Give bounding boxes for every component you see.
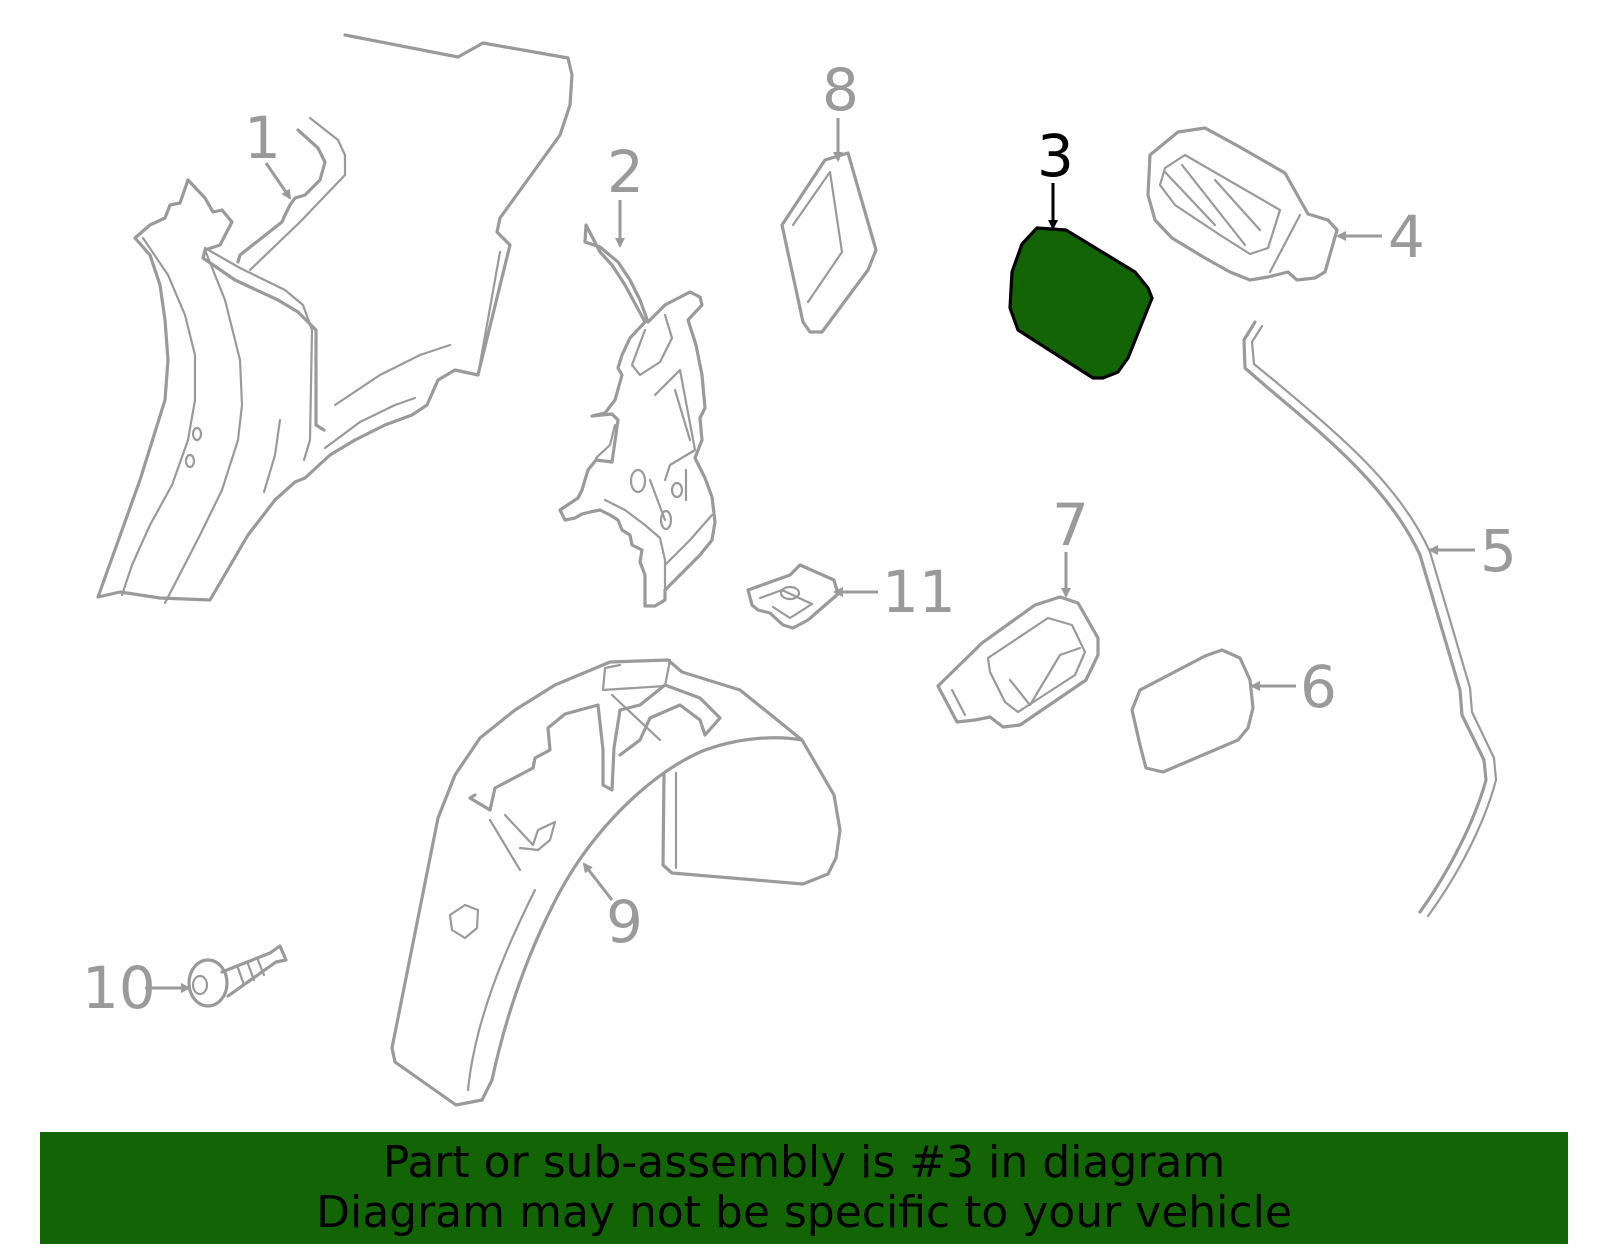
leader-lines <box>145 118 1475 993</box>
part-11-clip[interactable] <box>746 563 840 630</box>
part-7-housing-insert[interactable] <box>936 595 1100 729</box>
part-4-filler-housing[interactable] <box>1146 126 1339 282</box>
callout-8: 8 <box>822 56 859 124</box>
part-6-filler-cap[interactable] <box>1130 648 1255 774</box>
callout-11: 11 <box>882 558 956 626</box>
callout-3: 3 <box>1037 122 1074 190</box>
part-9-wheelhouse-liner[interactable] <box>390 658 842 1107</box>
part-3-fuel-filler-door[interactable] <box>1008 226 1154 380</box>
part-2-inner-bracket[interactable] <box>558 223 717 608</box>
callout-5: 5 <box>1480 517 1517 585</box>
part-1-quarter-panel[interactable] <box>96 33 574 605</box>
callout-9: 9 <box>606 888 643 956</box>
callout-7: 7 <box>1052 491 1089 559</box>
banner-line-part: Part or sub-assembly is #3 in diagram <box>382 1137 1226 1188</box>
callout-2: 2 <box>607 138 644 206</box>
callout-6: 6 <box>1300 653 1337 721</box>
callout-10: 10 <box>82 954 156 1022</box>
part-8-trim-panel[interactable] <box>780 151 878 334</box>
part-5-release-cable[interactable] <box>1242 320 1498 918</box>
info-banner: Part or sub-assembly is #3 in diagram Di… <box>40 1132 1568 1244</box>
callout-1: 1 <box>244 104 281 172</box>
part-10-screw[interactable] <box>187 944 288 1008</box>
banner-line-disclaimer: Diagram may not be specific to your vehi… <box>316 1187 1292 1238</box>
callout-4: 4 <box>1388 203 1425 271</box>
